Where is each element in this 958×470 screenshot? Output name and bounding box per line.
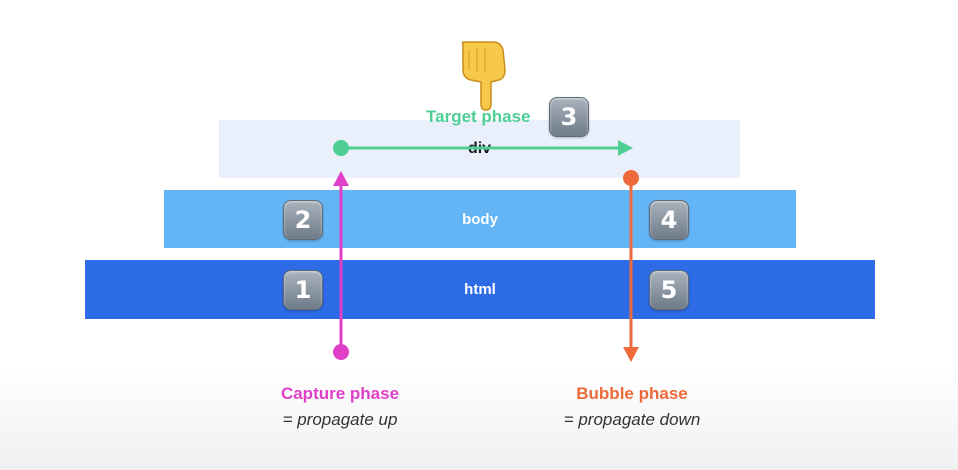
bubble-arrow: [623, 170, 639, 362]
capture-phase-title: Capture phase: [280, 384, 400, 403]
step-2-badge: 2: [283, 200, 323, 240]
step-4-badge: 4: [649, 200, 689, 240]
bubble-phase-title: Bubble phase: [576, 384, 688, 403]
capture-phase-subtitle: = propagate up: [282, 410, 398, 429]
target-phase-label: Target phase: [426, 107, 531, 126]
html-layer: html: [85, 260, 875, 319]
step-3-badge: 3: [549, 97, 589, 137]
step-5-badge: 5: [649, 270, 689, 310]
step-1-badge: 1: [283, 270, 323, 310]
pointing-hand-icon: [461, 41, 506, 111]
bubble-phase-subtitle: = propagate down: [563, 410, 701, 429]
target-arrow: [333, 140, 633, 156]
body-layer: body: [164, 190, 796, 248]
html-label: html: [464, 281, 496, 298]
body-label: body: [462, 210, 498, 228]
capture-arrow: [333, 171, 349, 360]
